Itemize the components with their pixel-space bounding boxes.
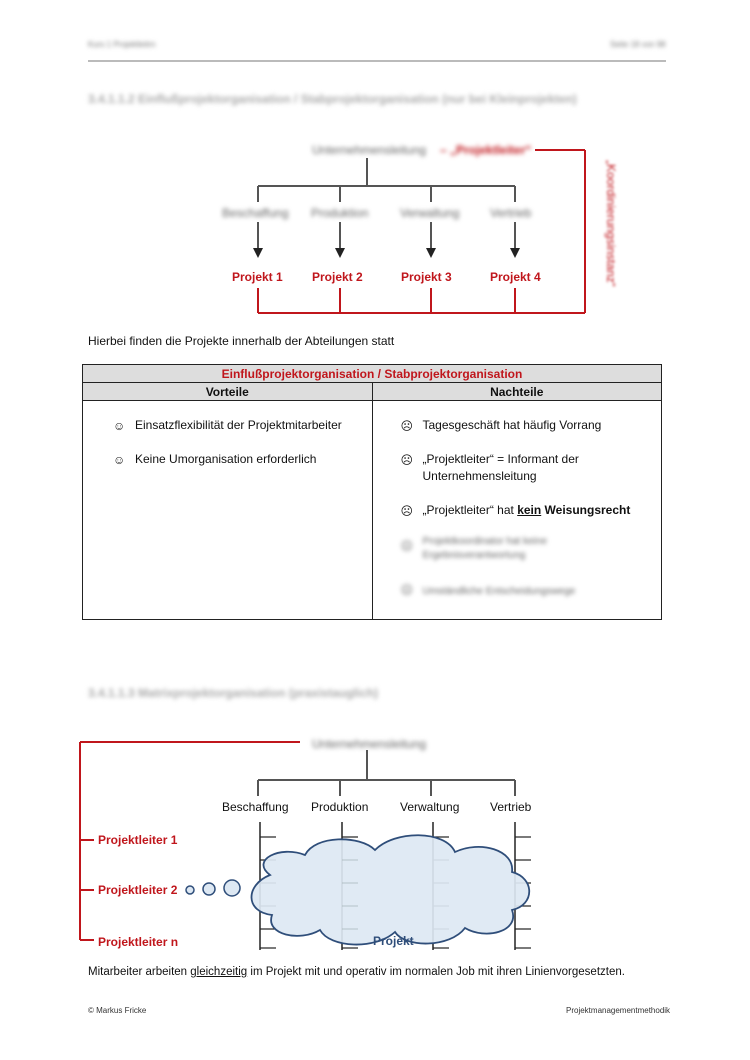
s2-note-pre: Mitarbeiter arbeiten [88, 966, 191, 978]
frown-icon: ☹ [400, 504, 414, 518]
table-title: Einflußprojektorganisation / Stabprojekt… [82, 364, 662, 383]
con3-kein: kein [517, 503, 542, 517]
con-item-blurred: Projektkoordinator hat keine Ergebnisver… [422, 536, 548, 561]
s2-leader-1: Projektleiter 1 [98, 833, 178, 847]
con3-pre: „Projektleiter“ hat [422, 503, 518, 517]
header-left: Kurs 1 Projektleitrn [88, 40, 156, 49]
s1-project-4: Projekt 4 [490, 270, 541, 284]
s2-leader-2: Projektleiter 2 [98, 883, 178, 897]
s2-note: Mitarbeiter arbeiten gleichzeitig im Pro… [88, 966, 625, 978]
matrix-org-diagram [79, 741, 531, 950]
frown-icon: ☹ [400, 539, 414, 553]
pros-cons-table: Einflußprojektorganisation / Stabprojekt… [82, 364, 662, 620]
cons-cell: ☹ Tagesgeschäft hat häufig Vorrang ☹ „Pr… [371, 400, 662, 620]
table-col-pros: Vorteile [82, 382, 373, 401]
s1-dept-vertrieb: Vertrieb [490, 206, 532, 220]
header-divider [88, 60, 666, 62]
s2-note-post: im Projekt mit und operativ im normalen … [247, 966, 625, 978]
cloud-label: Projekt [373, 934, 414, 948]
header-right: Seite 18 von 98 [610, 40, 666, 49]
s2-dept-produktion: Produktion [311, 800, 369, 814]
footer-left: © Markus Fricke [88, 1006, 147, 1015]
einfluss-org-diagram [253, 149, 586, 314]
frown-icon: ☹ [400, 419, 414, 433]
section1-heading: 3.4.1.1.2 Einflußprojektorganisation / S… [88, 92, 577, 106]
section2-heading: 3.4.1.1.3 Matrixprojektorganisation (pra… [88, 686, 379, 700]
table-col-cons: Nachteile [371, 382, 662, 401]
con3-post: Weisungsrecht [541, 503, 631, 517]
s1-dept-produktion: Produktion [311, 206, 369, 220]
s2-leader-n: Projektleiter n [98, 935, 179, 949]
smile-icon: ☺ [113, 453, 126, 467]
frown-icon: ☹ [400, 583, 414, 597]
s1-project-1: Projekt 1 [232, 270, 283, 284]
con-item: Tagesgeschäft hat häufig Vorrang [422, 418, 602, 432]
s1-project-3: Projekt 3 [401, 270, 452, 284]
pro-item: Keine Umorganisation erforderlich [135, 452, 317, 466]
s2-dept-verwaltung: Verwaltung [400, 800, 460, 814]
footer-right: Projektmanagementmethodik [566, 1006, 671, 1015]
s1-project-2: Projekt 2 [312, 270, 363, 284]
con-item: „Projektleiter“ = Informant der Unterneh… [422, 452, 579, 483]
s1-top-node: Unternehmensleitung [312, 143, 427, 157]
s2-dept-beschaffung: Beschaffung [222, 800, 289, 814]
s1-top-node-red: – „Projektleiter“ [440, 143, 532, 157]
s1-side-label: „Koordinierungsinstanz“ [604, 160, 618, 287]
s1-dept-verwaltung: Verwaltung [400, 206, 460, 220]
s2-note-em: gleichzeitig [190, 966, 248, 978]
con-item-weisungsrecht: „Projektleiter“ hat kein Weisungsrecht [423, 502, 631, 519]
s2-dept-vertrieb: Vertrieb [490, 800, 532, 814]
pro-item: Einsatzflexibilität der Projektmitarbeit… [135, 418, 342, 432]
smile-icon: ☺ [113, 419, 126, 433]
s2-top-node: Unternehmensleitung [312, 737, 427, 751]
con-item-blurred: Umständliche Entscheidungswege [422, 586, 576, 597]
s1-note: Hierbei finden die Projekte innerhalb de… [88, 334, 395, 348]
s1-dept-beschaffung: Beschaffung [222, 206, 289, 220]
frown-icon: ☹ [400, 453, 414, 467]
pros-cell: ☺ Einsatzflexibilität der Projektmitarbe… [82, 400, 373, 620]
project-cloud [250, 834, 530, 946]
